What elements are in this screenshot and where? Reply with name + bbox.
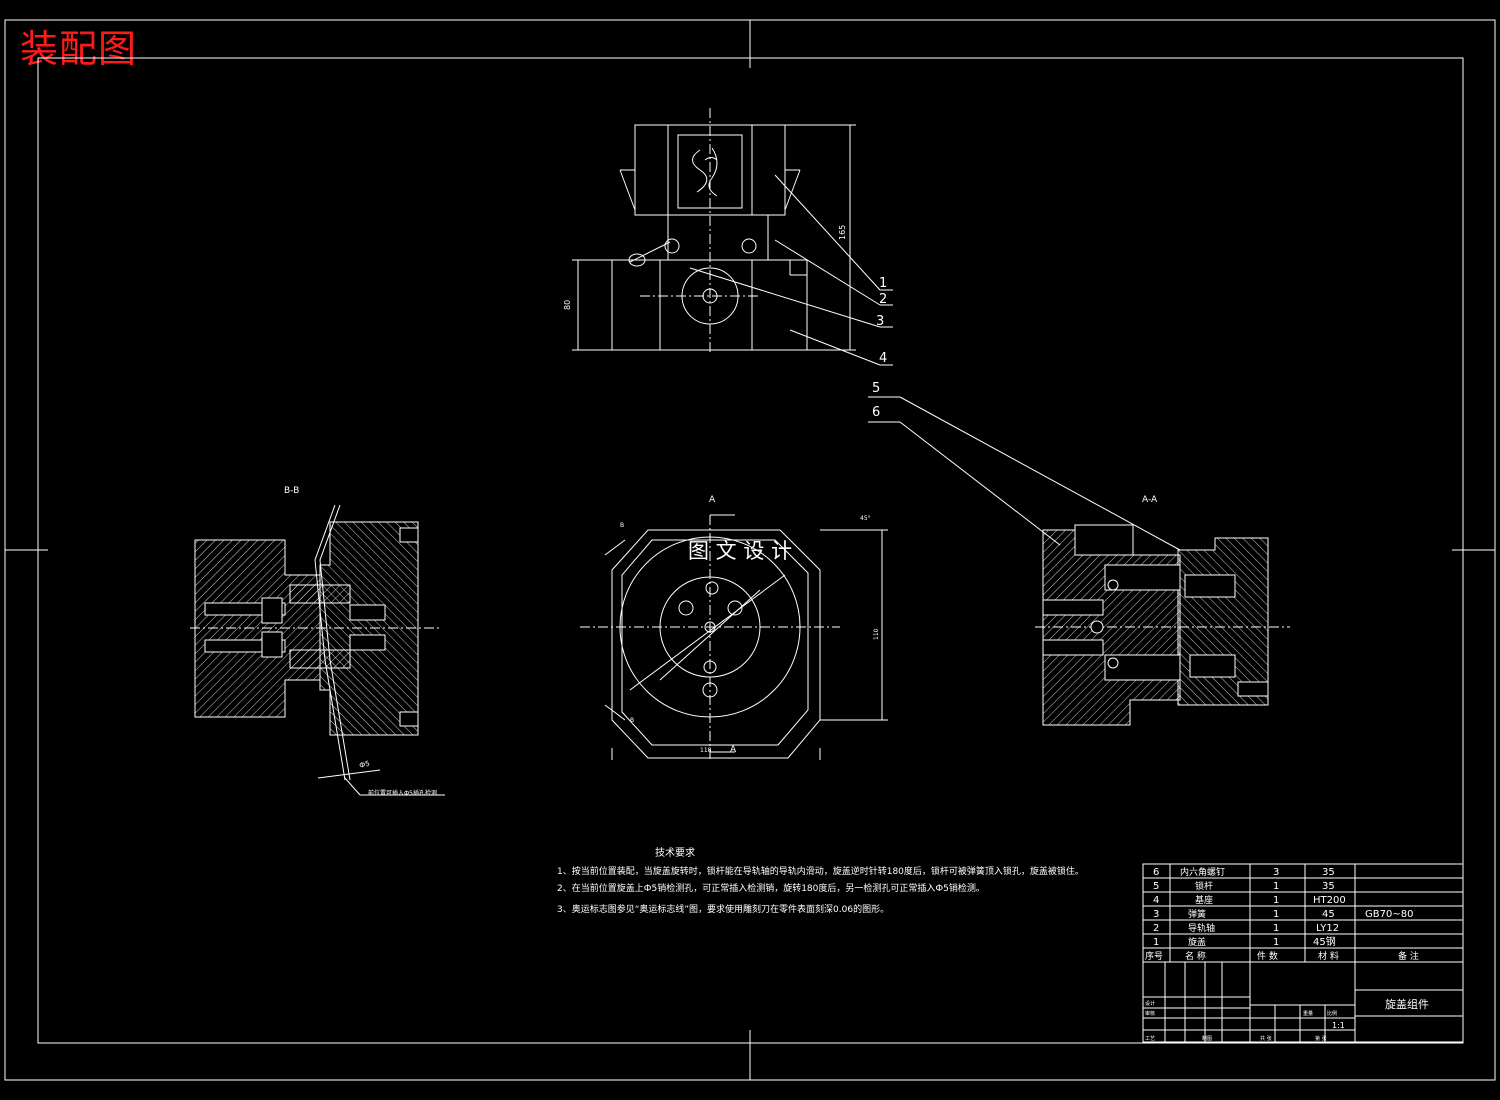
balloon-3: 3: [876, 314, 884, 329]
svg-text:1: 1: [1273, 881, 1279, 892]
cut-b-bottom: B: [630, 717, 634, 724]
bom-row: 6 内六角螺钉 3 35: [1153, 866, 1335, 878]
svg-text:3: 3: [1153, 909, 1159, 920]
svg-text:1: 1: [1273, 937, 1279, 948]
dim-height-right: 110: [873, 628, 880, 640]
section-bb-label: B-B: [284, 486, 299, 496]
svg-text:1: 1: [1153, 937, 1159, 948]
svg-text:LY12: LY12: [1316, 923, 1339, 934]
svg-text:35: 35: [1322, 881, 1335, 892]
cut-b-top: B: [620, 522, 624, 529]
tech-title: 技术要求: [655, 846, 695, 859]
balloon-1: 1: [879, 276, 887, 291]
top-view: [572, 108, 893, 366]
svg-text:45: 45: [1322, 909, 1335, 920]
svg-text:HT200: HT200: [1313, 895, 1346, 906]
tb-process: 工艺: [1145, 1036, 1155, 1042]
section-aa-label: A-A: [1142, 495, 1158, 505]
svg-text:6: 6: [1153, 867, 1159, 878]
dim-top-height: 80: [563, 300, 572, 310]
dim-width-bottom: 118: [700, 747, 712, 754]
svg-text:导轨轴: 导轨轴: [1188, 922, 1215, 934]
section-aa: [1035, 524, 1290, 726]
tb-ratio: 比例: [1327, 1010, 1337, 1017]
svg-text:材 料: 材 料: [1318, 950, 1339, 962]
drawing-frame: [4, 19, 1496, 1081]
svg-text:5: 5: [1153, 881, 1159, 892]
cut-a-top: A: [709, 495, 716, 505]
tb-weight: 重量: [1303, 1010, 1313, 1017]
svg-text:1: 1: [1273, 923, 1279, 934]
balloon-6: 6: [872, 405, 880, 420]
bom-row: 5 锁杆 1 35: [1153, 880, 1335, 892]
svg-text:内六角螺钉: 内六角螺钉: [1180, 866, 1225, 878]
svg-text:锁杆: 锁杆: [1195, 880, 1213, 892]
tech-item-2: 2、在当前位置旋盖上Ф5销检测孔，可正常插入检测销，旋转180度后，另一检测孔可…: [557, 882, 985, 894]
svg-text:45钢: 45钢: [1313, 935, 1336, 948]
svg-text:旋盖: 旋盖: [1188, 936, 1206, 948]
bb-note: 前位置可插入Ф5插孔检测: [368, 789, 437, 797]
bb-dim: Ф5: [358, 759, 370, 769]
svg-text:件 数: 件 数: [1257, 950, 1278, 962]
bom-header: 序号 名 称 件 数 材 料 备 注: [1145, 950, 1419, 962]
bom-row: 2 导轨轴 1 LY12: [1153, 922, 1339, 934]
tb-drawn: 制图: [1202, 1035, 1212, 1042]
svg-text:基座: 基座: [1195, 894, 1213, 906]
bom-table: [1142, 863, 1464, 1043]
cut-a-bottom: A: [730, 745, 737, 755]
svg-text:35: 35: [1322, 867, 1335, 878]
svg-text:4: 4: [1153, 895, 1159, 906]
svg-text:1: 1: [1273, 895, 1279, 906]
dim-top-overall: 165: [838, 225, 847, 240]
svg-text:弹簧: 弹簧: [1188, 908, 1206, 920]
section-bb: [190, 504, 445, 796]
page-title: 装配图: [20, 27, 138, 71]
tb-check: 审核: [1145, 1010, 1155, 1017]
tech-item-3: 3、奥运标志图参见“奥运标志线”图，要求使用雕刻刀在零件表面刻深0.06的图形。: [557, 903, 889, 915]
bom-row: 4 基座 1 HT200: [1153, 894, 1346, 906]
svg-text:序号: 序号: [1145, 950, 1163, 962]
bom-row: 3 弹簧 1 45 GB70~80: [1153, 908, 1413, 920]
front-view: [580, 514, 888, 760]
balloon-2: 2: [879, 292, 887, 307]
balloon-4: 4: [879, 351, 887, 366]
watermark: 图 文 设 计: [688, 539, 792, 563]
bom-row: 1 旋盖 1 45钢: [1153, 935, 1336, 948]
svg-text:备 注: 备 注: [1398, 950, 1419, 962]
svg-text:3: 3: [1273, 867, 1279, 878]
balloon-5: 5: [872, 381, 880, 396]
dim-angle: 45°: [860, 515, 871, 522]
svg-text:1: 1: [1273, 909, 1279, 920]
svg-text:GB70~80: GB70~80: [1365, 909, 1413, 920]
svg-text:名 称: 名 称: [1185, 950, 1206, 962]
tb-page: 第 张: [1315, 1035, 1327, 1042]
part-name: 旋盖组件: [1385, 997, 1429, 1011]
svg-text:2: 2: [1153, 923, 1159, 934]
tb-sheet: 共 张: [1260, 1035, 1272, 1042]
tech-item-1: 1、按当前位置装配，当旋盖旋转时，锁杆能在导轨轴的导轨内滑动，旋盖逆时针转180…: [557, 865, 1084, 877]
scale-value: 1:1: [1332, 1021, 1345, 1030]
tb-designer: 设计: [1145, 1000, 1155, 1007]
